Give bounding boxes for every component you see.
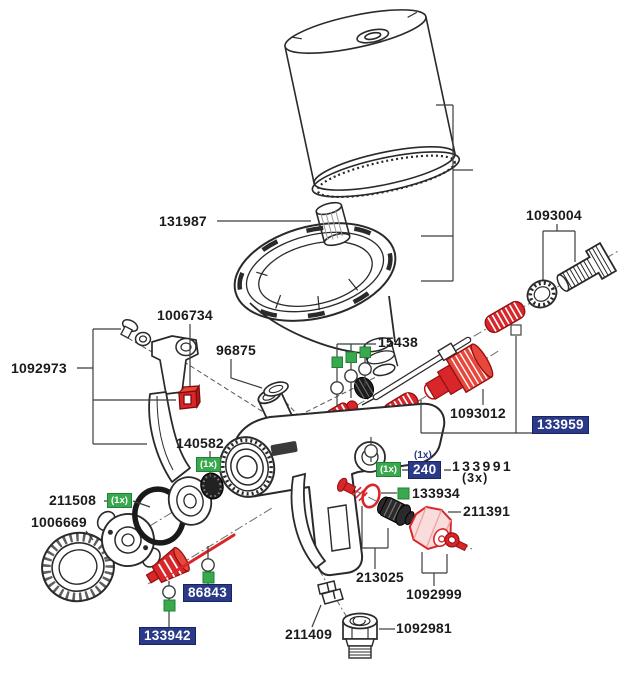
qty-badge-211508: (1x) [107, 493, 132, 508]
trigger-clip-red [177, 383, 201, 410]
air-valve-black [377, 496, 417, 526]
trigger-blade [148, 391, 191, 483]
cup-plug [315, 201, 351, 247]
strainer-funnel [233, 222, 399, 377]
order-badge-86843: 86843 [183, 584, 233, 602]
air-distributor [167, 476, 213, 526]
trigger-washer [134, 331, 152, 347]
body-marking [270, 441, 298, 456]
packing-gland-nut [353, 376, 375, 400]
part-label-15438: 15438 [378, 334, 418, 350]
part-label-1092973: 1092973 [11, 360, 67, 376]
part-label-1093012: 1093012 [450, 405, 506, 421]
needle-red [164, 533, 236, 579]
part-label-211391: 211391 [463, 503, 511, 519]
part-label-1092981: 1092981 [396, 620, 452, 636]
spare-part-dots [162, 362, 378, 599]
order-badge-133959: 133959 [532, 416, 589, 434]
fluid-needle [361, 336, 472, 406]
inlet-fitting-1092981 [342, 612, 378, 659]
order-badge-133942: 133942 [139, 627, 196, 645]
paint-cup [284, 9, 461, 199]
knob-screw-red [444, 532, 468, 552]
retaining-ring-1006669 [41, 531, 115, 603]
fluid-head-ring [218, 436, 276, 498]
part-label-211508: 211508 [49, 492, 97, 508]
o-ring-red [361, 483, 381, 509]
hose-connector-nut [526, 279, 558, 309]
part-label-1093004: 1093004 [526, 207, 582, 223]
seal-washer-96875 [263, 381, 289, 397]
part-label-213025: 213025 [356, 569, 404, 585]
air-cap [96, 510, 161, 568]
hose-clip-211409 [317, 580, 344, 605]
knurled-nut-140582 [200, 472, 224, 500]
spare-part-squares [163, 346, 410, 612]
trigger-pivot-arm [151, 335, 199, 395]
part-label-131987: 131987 [159, 213, 207, 229]
qty-1x-240: (1x) [414, 450, 432, 461]
qty-badge-140582: (1x) [196, 457, 221, 472]
valve-screw-red [336, 477, 368, 502]
hose-connector-adapter [556, 241, 618, 293]
part-label-140582: 140582 [176, 435, 224, 451]
seal-washer-96875-inner [268, 384, 284, 394]
order-badge-240: 240 [408, 461, 442, 479]
spray-gun-body [218, 387, 446, 577]
adjusting-knob-1093012 [423, 343, 494, 401]
needle-spring-red [484, 300, 526, 334]
part-label-133934: 133934 [412, 485, 460, 501]
qty-3x-label: (3x) [462, 471, 489, 485]
part-label-96875: 96875 [216, 342, 256, 358]
part-label-211409: 211409 [285, 626, 333, 642]
spring-marker-square [510, 324, 522, 336]
part-label-1006734: 1006734 [157, 307, 213, 323]
qty-badge-240: (1x) [376, 462, 401, 477]
trigger-screw [120, 318, 139, 339]
part-label-1006669: 1006669 [31, 514, 87, 530]
part-label-133991: 133991 [452, 458, 514, 474]
part-label-1092999: 1092999 [406, 586, 462, 602]
gun-trigger [290, 472, 327, 570]
